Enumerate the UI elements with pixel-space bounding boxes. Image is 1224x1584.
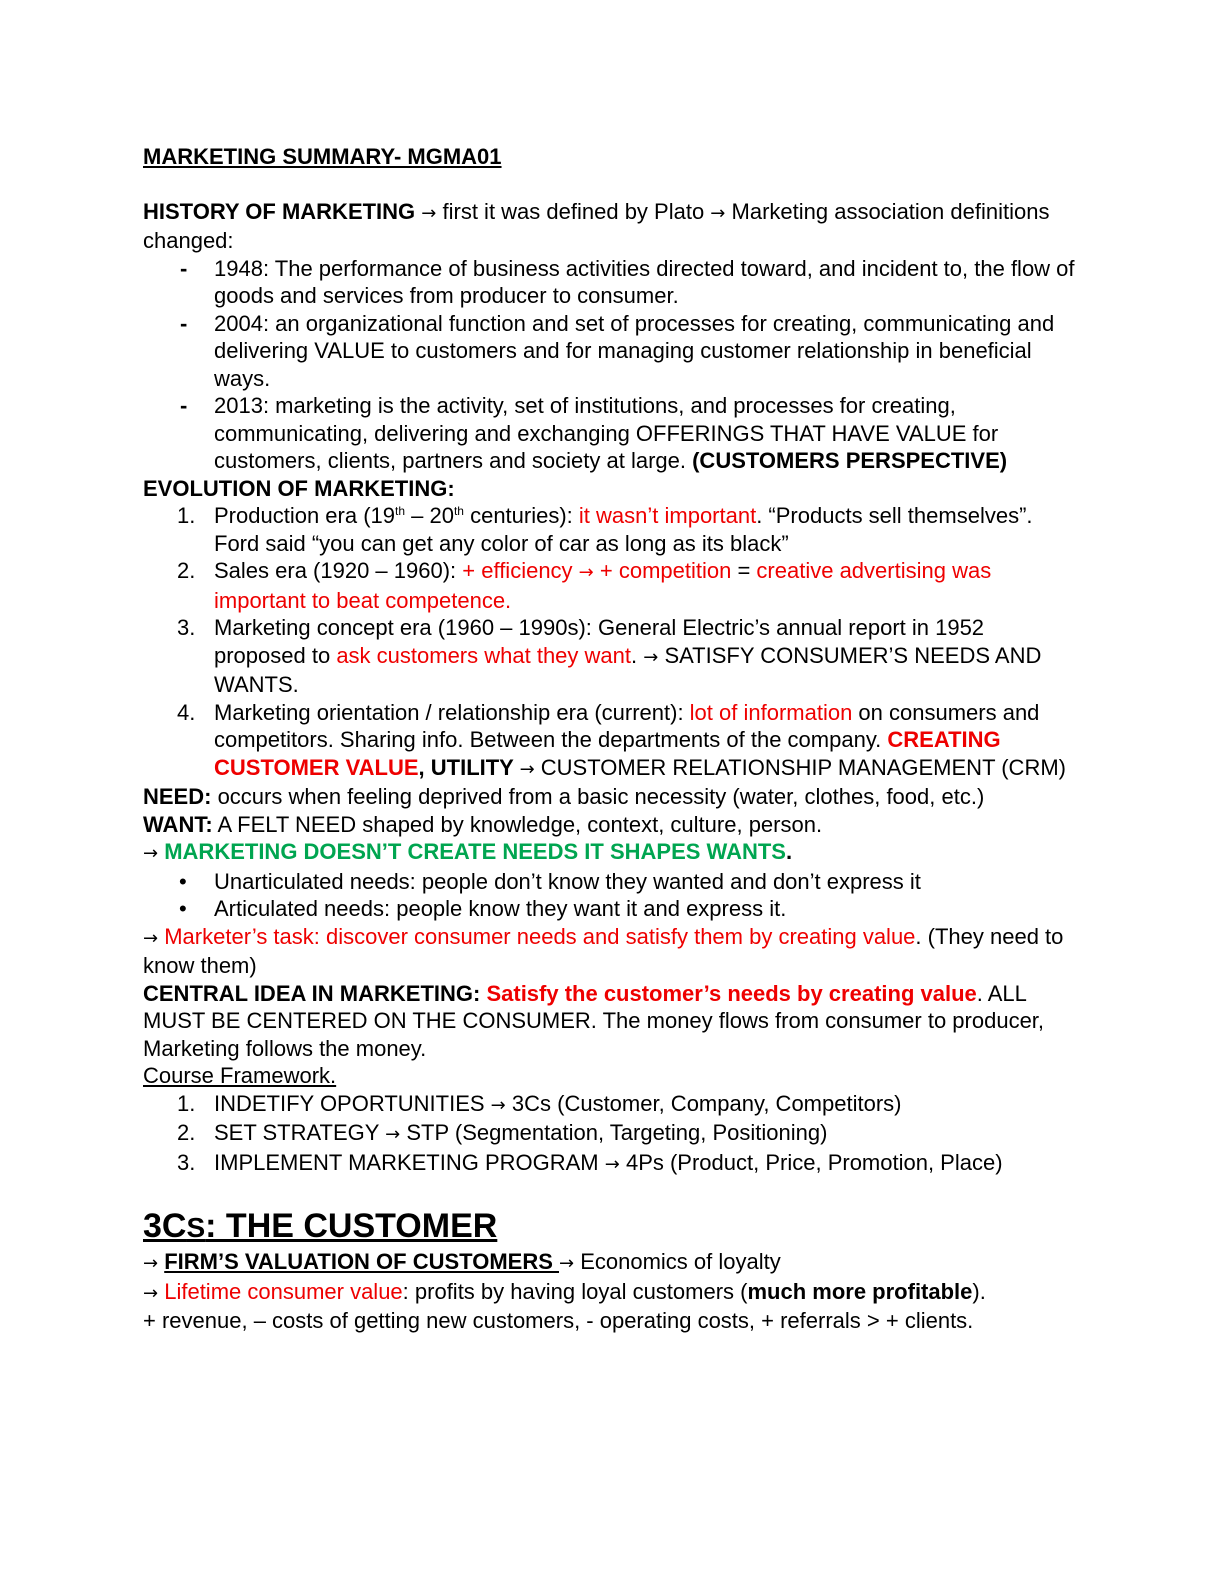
marketer-task: → Marketer’s task: discover consumer nee… xyxy=(143,923,1064,979)
document-body: MARKETING SUMMARY- MGMA01 HISTORY OF MAR… xyxy=(143,143,1078,1335)
customer-section-heading: 3CS: THE CUSTOMER xyxy=(143,1207,498,1245)
list-number: 3. xyxy=(177,1149,196,1175)
arrow-icon: → xyxy=(490,1094,506,1116)
evolution-item-marketing-concept: 3.Marketing concept era (1960 – 1990s): … xyxy=(177,615,1042,697)
dash-bullet: - xyxy=(180,310,188,336)
history-item-2013: -2013: marketing is the activity, set of… xyxy=(180,393,1008,473)
list-number: 2. xyxy=(177,558,196,583)
arrow-icon: → xyxy=(578,562,594,583)
needs-type-articulated: •Articulated needs: people know they wan… xyxy=(179,896,787,921)
shapes-wants-statement: → MARKETING DOESN’T CREATE NEEDS IT SHAP… xyxy=(143,839,793,864)
framework-item: 2.SET STRATEGY → STP (Segmentation, Targ… xyxy=(177,1120,828,1145)
firm-valuation-line: → FIRM’S VALUATION OF CUSTOMERS → Econom… xyxy=(143,1249,781,1274)
arrow-icon: → xyxy=(559,1253,575,1274)
arrow-icon: → xyxy=(143,843,159,864)
document-title: MARKETING SUMMARY- MGMA01 xyxy=(143,144,502,169)
arrow-icon: → xyxy=(643,646,659,668)
need-definition: NEED: occurs when feeling deprived from … xyxy=(143,784,985,809)
arrow-icon: → xyxy=(710,202,726,224)
dash-bullet: - xyxy=(180,255,188,281)
want-definition: WANT: A FELT NEED shaped by knowledge, c… xyxy=(143,811,823,837)
dot-bullet: • xyxy=(179,896,187,921)
history-item-1948: -1948: The performance of business activ… xyxy=(180,255,1075,309)
history-item-2004: -2004: an organizational function and se… xyxy=(180,310,1055,391)
evolution-label: EVOLUTION OF MARKETING: xyxy=(143,475,455,501)
lifetime-value-line: → Lifetime consumer value: profits by ha… xyxy=(143,1278,986,1304)
dot-bullet: • xyxy=(179,868,187,894)
course-framework-label: Course Framework. xyxy=(143,1063,337,1088)
arrow-icon: → xyxy=(143,1282,159,1304)
framework-item: 3.IMPLEMENT MARKETING PROGRAM → 4Ps (Pro… xyxy=(177,1149,1003,1175)
history-paragraph: HISTORY OF MARKETING → first it was defi… xyxy=(143,198,1050,254)
list-number: 4. xyxy=(177,699,196,725)
central-idea: CENTRAL IDEA IN MARKETING: Satisfy the c… xyxy=(143,980,1045,1061)
list-number: 1. xyxy=(177,503,196,528)
arrow-icon: → xyxy=(604,1153,620,1175)
arrow-icon: → xyxy=(519,758,535,780)
arrow-icon: → xyxy=(143,927,159,949)
evolution-item-production: 1.Production era (19th – 20th centuries)… xyxy=(177,503,1033,556)
arrow-icon: → xyxy=(385,1124,401,1145)
dash-bullet: - xyxy=(180,393,188,418)
loyalty-benefits-line: + revenue, – costs of getting new custom… xyxy=(143,1308,974,1333)
list-number: 3. xyxy=(177,615,196,640)
framework-item: 1.INDETIFY OPORTUNITIES → 3Cs (Customer,… xyxy=(177,1090,902,1116)
evolution-item-sales: 2.Sales era (1920 – 1960): + efficiency … xyxy=(177,558,992,613)
list-number: 1. xyxy=(177,1090,196,1116)
arrow-icon: → xyxy=(143,1253,159,1274)
list-number: 2. xyxy=(177,1120,196,1145)
evolution-item-relationship: 4.Marketing orientation / relationship e… xyxy=(177,699,1066,780)
history-label: HISTORY OF MARKETING xyxy=(143,198,416,224)
arrow-icon: → xyxy=(421,202,437,224)
needs-type-unarticulated: •Unarticulated needs: people don’t know … xyxy=(179,868,921,894)
